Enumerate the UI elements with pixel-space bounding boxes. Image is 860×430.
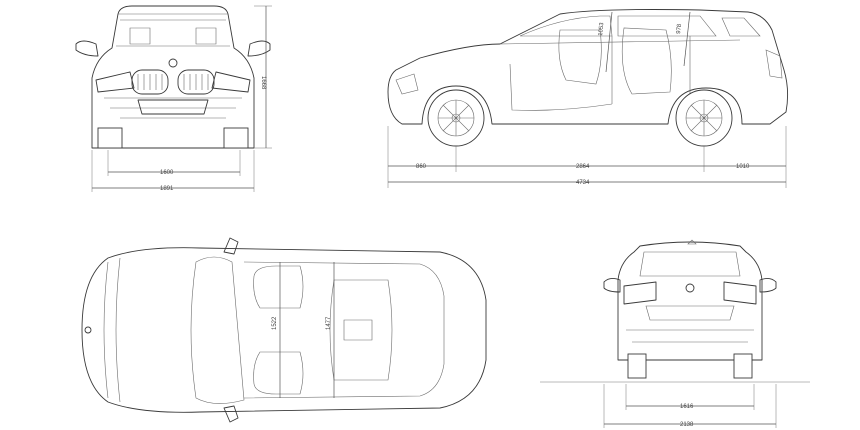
hood-logo-top xyxy=(84,326,92,334)
dim-front-height: 1668 xyxy=(260,76,266,90)
dim-front-width: 1891 xyxy=(160,186,174,192)
front-logo xyxy=(168,58,178,68)
right-taillight xyxy=(723,281,757,305)
front-view: 1668 1600 1891 xyxy=(75,5,272,192)
dim-overall-length: 4734 xyxy=(576,180,590,186)
dim-rear-headroom: 978 xyxy=(676,23,683,34)
rear-window xyxy=(639,251,741,277)
dim-wheelbase: 2864 xyxy=(576,164,590,170)
dim-rear-overhang: 1010 xyxy=(736,164,750,170)
rear-bench-top xyxy=(329,279,393,381)
passenger-seat-top xyxy=(253,351,304,395)
left-mirror-top xyxy=(223,237,239,255)
rear-right-mirror xyxy=(759,277,777,293)
taillight-side xyxy=(765,49,783,79)
dim-front-shoulder: 1522 xyxy=(272,316,278,330)
driver-seat-top xyxy=(253,265,304,309)
headlight-side xyxy=(395,73,419,95)
dim-front-overhang: 860 xyxy=(416,164,427,170)
rear-seat-side xyxy=(621,27,672,95)
top-view: 1522 1477 xyxy=(81,237,487,423)
dim-front-track: 1600 xyxy=(160,170,174,176)
left-taillight xyxy=(623,281,657,305)
dim-rear-width: 2138 xyxy=(680,422,694,428)
kidney-grille-right xyxy=(177,69,215,95)
rear-logo xyxy=(685,283,695,293)
right-mirror-top xyxy=(223,405,239,423)
front-seat-side xyxy=(558,29,602,85)
rear-left-mirror xyxy=(603,277,621,293)
kidney-grille-left xyxy=(131,69,169,95)
side-view: 1053 978 860 2864 1010 4734 xyxy=(387,9,789,188)
rear-view: 1616 2138 xyxy=(540,239,810,428)
right-mirror xyxy=(247,40,271,57)
left-mirror xyxy=(75,40,99,57)
dim-rear-track: 1616 xyxy=(680,404,694,410)
dim-front-headroom: 1053 xyxy=(598,22,605,37)
windshield-top xyxy=(190,256,245,404)
dim-rear-shoulder: 1477 xyxy=(326,316,332,330)
